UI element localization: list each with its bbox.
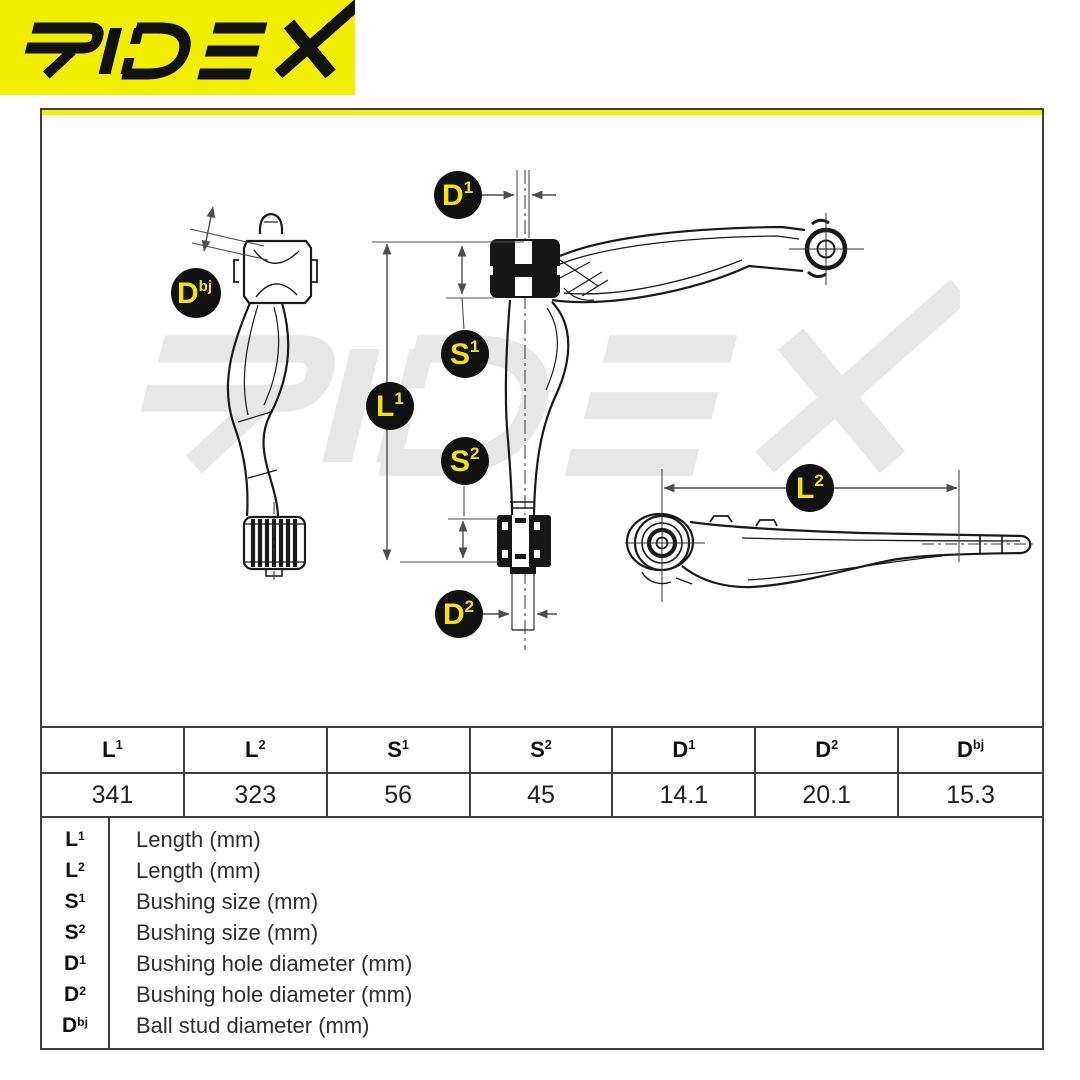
yellow-accent-strip: [42, 110, 1042, 115]
legend-divider: [108, 818, 110, 1048]
legend-description: Length (mm): [136, 826, 261, 852]
legend-description: Ball stud diameter (mm): [136, 1012, 370, 1038]
legend-symbol: L2: [65, 858, 85, 882]
callout-l1: L1: [366, 382, 414, 430]
brand-logo-wordmark: [0, 0, 355, 95]
spec-value: 45: [471, 774, 614, 816]
legend-row: D1 Bushing hole diameter (mm): [42, 948, 1042, 979]
svg-text:D2: D2: [443, 597, 474, 631]
spec-value: 15.3: [946, 780, 995, 809]
callout-s2: S2: [441, 437, 489, 485]
legend-symbol: L1: [65, 827, 85, 851]
spec-value: 20.1: [756, 774, 900, 816]
legend-row: L1 Length (mm): [42, 824, 1042, 855]
svg-text:Dbj: Dbj: [177, 277, 212, 310]
right-view-drawing: [625, 469, 1037, 602]
center-view-drawing: [488, 170, 864, 650]
legend-row: S2 Bushing size (mm): [42, 917, 1042, 948]
legend-row: Dbj Ball stud diameter (mm): [42, 1010, 1042, 1041]
center-view-ball-joint-eye: [789, 213, 864, 285]
callout-d2: D2: [435, 590, 483, 638]
right-view-bushing: [625, 469, 705, 602]
brand-logo: [0, 0, 355, 95]
callout-s1: S1: [441, 330, 489, 378]
legend-row: S1 Bushing size (mm): [42, 886, 1042, 917]
legend-description: Length (mm): [136, 857, 261, 883]
spec-value: 341: [42, 774, 185, 816]
control-arm-diagram: Dbj D1 S1 L1 S2: [171, 170, 1037, 650]
legend-description: Bushing size (mm): [136, 919, 319, 945]
left-view-drawing: [226, 212, 318, 580]
legend-symbol: Dbj: [62, 1013, 88, 1037]
svg-text:L1: L1: [376, 389, 404, 423]
legend-symbol: D2: [64, 982, 86, 1006]
legend-description: Bushing hole diameter (mm): [136, 981, 413, 1007]
legend-symbol: S1: [64, 889, 86, 913]
legend-row: L2 Length (mm): [42, 855, 1042, 886]
svg-text:L2: L2: [796, 471, 824, 505]
spec-value: 56: [328, 774, 471, 816]
spec-value: 14.1: [613, 774, 757, 816]
legend-description: Bushing hole diameter (mm): [136, 950, 413, 976]
center-view-top-bushing: [488, 239, 562, 298]
callout-dbj: Dbj: [171, 268, 221, 318]
callout-l2: L2: [786, 464, 834, 512]
dimension-legend: L1 Length (mm) L2 Length (mm) S1 Bushing…: [42, 816, 1042, 1048]
legend-symbol: S2: [64, 920, 86, 944]
product-info-panel: Dbj D1 S1 L1 S2: [40, 108, 1044, 1050]
technical-drawing-area: Dbj D1 S1 L1 S2: [42, 110, 1042, 726]
svg-text:D1: D1: [442, 178, 473, 212]
center-view-bottom-bushing: [497, 515, 551, 574]
legend-symbol: D1: [64, 951, 86, 975]
svg-text:S1: S1: [450, 337, 479, 371]
legend-description: Bushing size (mm): [136, 888, 319, 914]
svg-text:S2: S2: [450, 444, 479, 478]
callout-labels: Dbj D1 S1 L1 S2: [171, 171, 834, 638]
spec-table-value-row: 341 323 56 45 14.1 20.1 15.3: [42, 774, 1042, 816]
legend-row: D2 Bushing hole diameter (mm): [42, 979, 1042, 1010]
callout-d1: D1: [434, 171, 482, 219]
spec-value: 323: [185, 774, 328, 816]
